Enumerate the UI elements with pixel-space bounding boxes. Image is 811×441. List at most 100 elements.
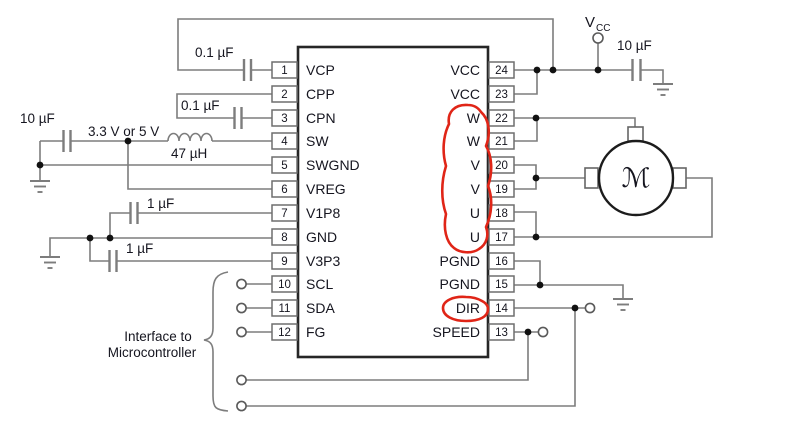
pin-number: 6 xyxy=(281,184,287,196)
pin-name-swgnd: SWGND xyxy=(306,157,360,173)
pin-4: 4 SW xyxy=(271,132,329,150)
pin-name-pgnd15: PGND xyxy=(440,276,480,292)
wire-pgnd15 xyxy=(514,284,624,299)
motor-symbol: ℳ xyxy=(584,126,687,217)
wire-w22 xyxy=(514,117,636,127)
label-cap-supply-in: 10 µF xyxy=(20,111,55,126)
pin-name-v19: V xyxy=(471,181,481,197)
pin-number: 21 xyxy=(495,136,508,148)
label-cap-charge-pump: 0.1 µF xyxy=(181,98,220,113)
wire-vcp-top-rail xyxy=(177,18,554,71)
motor-label: ℳ xyxy=(622,163,651,194)
pin-name-speed: SPEED xyxy=(433,324,480,340)
pin-name-vcc23: VCC xyxy=(450,86,480,102)
pin-name-u17: U xyxy=(470,229,480,245)
pin-number: 9 xyxy=(281,256,287,268)
pin-number: 13 xyxy=(495,327,508,339)
inductor-coil-icon xyxy=(167,132,213,142)
label-supply-voltage: 3.3 V or 5 V xyxy=(88,124,159,139)
wire-vcc23 xyxy=(514,70,538,95)
wire-u17-motor xyxy=(514,177,713,238)
terminal-vcc xyxy=(592,32,604,44)
pin-number: 5 xyxy=(281,160,287,172)
wire-cap-vcc-gnd xyxy=(641,69,664,84)
pin-17: 17 U xyxy=(470,228,515,246)
pin-name-scl: SCL xyxy=(306,276,333,292)
capacitor-vcc-bulk xyxy=(631,59,642,81)
pin-number: 17 xyxy=(495,232,508,244)
pin-19: 19V xyxy=(471,180,515,198)
pin-number: 4 xyxy=(281,136,288,148)
pin-name-fg: FG xyxy=(306,324,325,340)
pin-name-v1p8: V1P8 xyxy=(306,205,340,221)
wire-dir-loop xyxy=(246,308,576,407)
wire-cap-v3p3-left xyxy=(89,238,109,262)
pin-name-u18: U xyxy=(470,205,480,221)
label-cap-vcc-bulk: 10 µF xyxy=(617,38,652,53)
terminal-scl xyxy=(236,278,247,290)
wire-u18 xyxy=(514,211,537,237)
pin-name-sw: SW xyxy=(306,133,329,149)
pin-number: 1 xyxy=(281,65,287,77)
pin-20: 20 V xyxy=(471,156,515,174)
terminal-speed-mcu xyxy=(236,374,247,386)
capacitor-v3p3 xyxy=(108,250,118,272)
pin-number: 20 xyxy=(495,160,508,172)
annotation-circle-phase-pins xyxy=(440,103,493,254)
pin-10: 10 SCL xyxy=(271,275,333,293)
label-inductor: 47 µH xyxy=(171,146,207,161)
annotation-circle-dir-pin xyxy=(441,295,490,323)
wire-cpp xyxy=(176,93,272,119)
wire-v20 xyxy=(514,164,537,178)
ground-icon-supply xyxy=(30,180,50,193)
pin-13: 13 SPEED xyxy=(433,323,515,341)
pin-number: 14 xyxy=(495,303,508,315)
terminal-sda xyxy=(236,302,247,314)
pin-number: 16 xyxy=(495,256,508,268)
capacitor-v1p8 xyxy=(129,202,139,224)
label-cap-v1p8: 1 µF xyxy=(147,196,174,211)
pin-name-vcc24: VCC xyxy=(450,62,480,78)
pin-number: 15 xyxy=(495,279,508,291)
ground-icon-vcc-cap xyxy=(653,83,673,96)
pin-name-pgnd16: PGND xyxy=(440,253,480,269)
label-interface-line1: Interface to xyxy=(124,329,192,344)
motor-terminal-right xyxy=(672,167,687,189)
wire-vreg xyxy=(127,141,272,190)
pin-12: 12 FG xyxy=(271,323,325,341)
junction-dots xyxy=(36,66,602,336)
pin-22: 22W xyxy=(467,109,515,127)
wires xyxy=(39,18,713,407)
pin-number: 24 xyxy=(495,65,508,77)
label-vcc: V xyxy=(585,14,595,31)
ic-body xyxy=(296,45,490,359)
pin-number: 12 xyxy=(278,327,291,339)
wire-cap-v1p8-left xyxy=(109,212,130,238)
pin-name-vcp: VCP xyxy=(306,62,335,78)
pin-name-v20: V xyxy=(471,157,481,173)
terminal-speed xyxy=(537,326,549,338)
pin-name-w22: W xyxy=(467,110,481,126)
terminal-fg xyxy=(236,326,247,338)
terminal-dir xyxy=(584,302,596,314)
pin-number: 10 xyxy=(278,279,291,291)
pin-name-sda: SDA xyxy=(306,300,335,316)
pin-number: 3 xyxy=(281,113,287,125)
pin-name-gnd: GND xyxy=(306,229,337,245)
label-vcc-sub: CC xyxy=(596,23,610,34)
pin-number: 11 xyxy=(279,303,291,315)
wire-gnd xyxy=(49,237,272,257)
pin-number: 7 xyxy=(281,208,287,220)
pin-5: 5 SWGND xyxy=(271,156,360,174)
interface-brace xyxy=(203,271,229,412)
wire-w21 xyxy=(514,118,538,142)
capacitor-vcp xyxy=(242,59,253,81)
label-cap-vcp: 0.1 µF xyxy=(195,45,234,60)
